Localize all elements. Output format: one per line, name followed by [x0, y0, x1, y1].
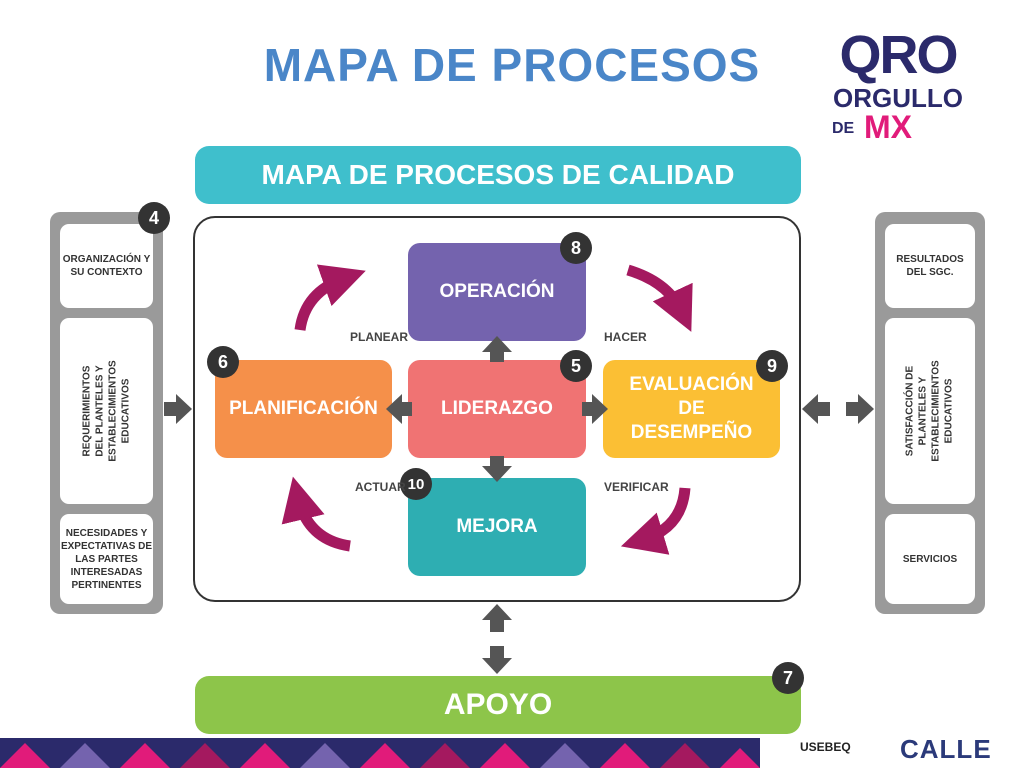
badge-9: 9 [756, 350, 788, 382]
cycle-arrow-verificar [620, 487, 691, 555]
box-planificacion: PLANIFICACIÓN [215, 360, 392, 458]
logo-mx-text: MX [864, 109, 912, 145]
calle-logo: CALLE [900, 734, 992, 764]
box-operacion: OPERACIÓN [408, 243, 586, 341]
box-evaluacion-label: EVALUACIÓN DE DESEMPEÑO [629, 374, 754, 443]
badge-8: 8 [560, 232, 592, 264]
right-cell-services-label: SERVICIOS [902, 553, 958, 565]
arrow-to-evaluacion [582, 394, 608, 424]
bottom-bar-apoyo: APOYO [195, 676, 801, 734]
right-cell-results-label: RESULTADOS DEL SGC. [896, 254, 964, 278]
cycle-arrow-actuar [281, 476, 351, 552]
left-cell-needs-label: NECESIDADES Y EXPECTATIVAS DE LAS PARTES… [60, 527, 153, 591]
left-cell-needs: NECESIDADES Y EXPECTATIVAS DE LAS PARTES… [60, 514, 153, 604]
box-mejora: MEJORA [408, 478, 586, 576]
usebeq-logo: USEBEQ [800, 740, 851, 754]
bottom-bar-label: APOYO [443, 688, 553, 721]
badge-5: 5 [560, 350, 592, 382]
slide-title: MAPA DE PROCESOS [263, 39, 761, 91]
badge-4: 4 [138, 202, 170, 234]
arrow-to-planificacion [386, 394, 412, 424]
logo-qro-text: QRO [839, 25, 958, 85]
box-liderazgo-label: LIDERAZGO [441, 398, 553, 419]
logo-orgullo-text: ORGULLO [833, 83, 963, 113]
logo-de-text: DE [832, 120, 855, 137]
right-cell-satisfaction: SATISFACCIÓN DE PLANTELES Y ESTABLECIMIE… [885, 318, 975, 504]
right-cell-services: SERVICIOS [885, 514, 975, 604]
cycle-arrow-hacer [626, 264, 693, 332]
right-panel: RESULTADOS DEL SGC. SATISFACCIÓN DE PLAN… [875, 212, 985, 614]
label-planear: PLANEAR [350, 330, 409, 344]
top-bar-title: MAPA DE PROCESOS DE CALIDAD [195, 146, 801, 204]
qro-orgullo-logo: QRO ORGULLO DE MX [818, 26, 978, 144]
arrow-to-operacion [482, 336, 512, 362]
box-liderazgo: LIDERAZGO [408, 360, 586, 458]
left-cell-context: ORGANIZACIÓN Y SU CONTEXTO [60, 224, 153, 308]
box-operacion-label: OPERACIÓN [439, 281, 555, 302]
arrow-to-mejora [482, 456, 512, 482]
arrow-left-panel [164, 394, 192, 424]
badge-10: 10 [400, 468, 432, 500]
box-mejora-label: MEJORA [456, 516, 538, 537]
label-verificar: VERIFICAR [604, 480, 669, 494]
badge-6: 6 [207, 346, 239, 378]
left-panel: ORGANIZACIÓN Y SU CONTEXTO REQUERIMIENTO… [50, 212, 163, 614]
arrow-apoyo [482, 604, 512, 674]
left-cell-requirements: REQUERIMIENTOS DEL PLANTELES Y ESTABLECI… [60, 318, 153, 504]
arrow-right-panel [802, 394, 874, 424]
box-planificacion-label: PLANIFICACIÓN [229, 398, 378, 419]
box-evaluacion: EVALUACIÓN DE DESEMPEÑO [603, 360, 780, 458]
right-cell-results: RESULTADOS DEL SGC. [885, 224, 975, 308]
label-hacer: HACER [604, 330, 647, 344]
footer-pattern [0, 738, 760, 768]
left-cell-context-label: ORGANIZACIÓN Y SU CONTEXTO [62, 254, 151, 278]
label-actuar: ACTUAR [355, 480, 406, 494]
cycle-arrow-planear [294, 264, 366, 331]
badge-7: 7 [772, 662, 804, 694]
